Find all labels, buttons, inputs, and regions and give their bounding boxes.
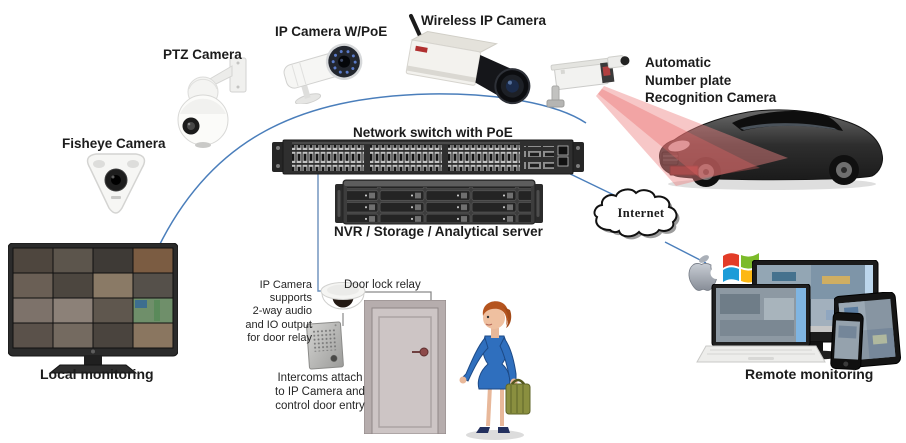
person-icon — [459, 301, 531, 440]
note-line-3: 2-way audio — [252, 305, 312, 318]
remote-laptop-icon — [696, 284, 826, 363]
intercom-note: Intercoms attach to IP Camera and contro… — [264, 371, 376, 413]
intercom-line-3: control door entry — [275, 400, 365, 412]
remote-phone-icon — [830, 312, 864, 370]
internet-cloud-icon — [593, 188, 680, 240]
switch-to-door-camera-line — [317, 171, 330, 292]
note-line-5: for door relay — [247, 331, 312, 344]
network-switch-label: Network switch with PoE — [353, 125, 513, 140]
car-icon — [659, 109, 883, 190]
bullet-camera-icon — [283, 43, 363, 104]
note-line-1: IP Camera — [259, 279, 312, 291]
ptz-camera-icon — [177, 57, 247, 148]
fisheye-camera-label: Fisheye Camera — [62, 136, 166, 151]
anpr-camera-label: Automatic Number plate Recognition Camer… — [645, 54, 776, 107]
fisheye-camera-icon — [86, 153, 146, 214]
internet-to-remote-line — [664, 241, 707, 264]
ptz-camera-label: PTZ Camera — [163, 47, 242, 62]
anpr-camera-icon — [546, 55, 630, 108]
wireless-ip-camera-label: Wireless IP Camera — [421, 13, 546, 28]
door-lock-relay-label: Door lock relay — [344, 279, 421, 291]
dome-camera-icon — [320, 282, 366, 310]
local-monitor-icon — [8, 243, 178, 374]
door-icon — [364, 300, 446, 434]
ip-camera-poe-label: IP Camera W/PoE — [275, 24, 388, 39]
network-switch-icon — [272, 139, 584, 175]
note-line-4: and IO output — [245, 318, 312, 331]
anpr-line-1: Automatic — [645, 55, 712, 70]
note-line-2: supports — [269, 292, 312, 305]
internet-label: Internet — [617, 206, 665, 220]
door-ip-camera-note: IP Camera supports 2-way audio and IO ou… — [228, 279, 312, 345]
apple-icon — [688, 255, 721, 291]
local-monitoring-label: Local monitoring — [40, 366, 154, 382]
intercom-line-1: Intercoms attach — [277, 372, 363, 384]
camera-network-arc — [157, 93, 587, 249]
nvr-server-label: NVR / Storage / Analytical server — [334, 224, 543, 239]
door-lock-relay-line — [358, 291, 432, 303]
intercom-icon — [306, 321, 344, 370]
anpr-line-3: Recognition Camera — [645, 90, 777, 105]
intercom-line-2: to IP Camera and — [275, 386, 365, 398]
wireless-camera-icon — [405, 14, 531, 105]
remote-monitoring-label: Remote monitoring — [745, 366, 874, 382]
anpr-line-2: Number plate — [645, 72, 732, 88]
nvr-server-icon — [335, 179, 543, 225]
